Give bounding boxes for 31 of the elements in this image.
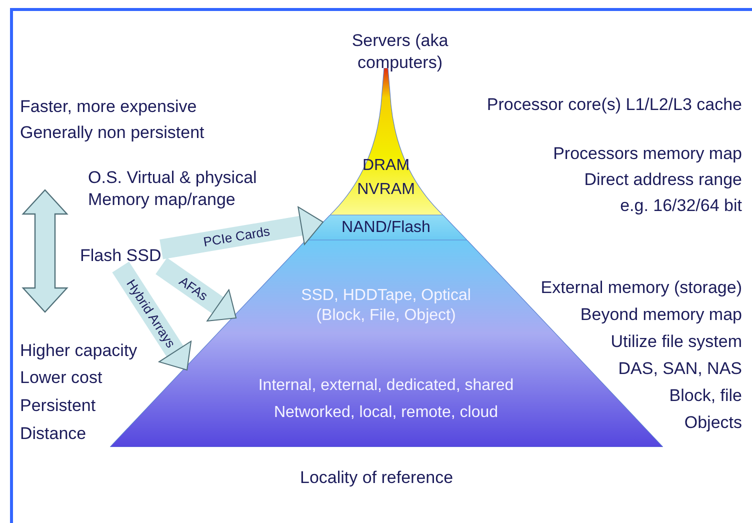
block-arrow bbox=[160, 206, 324, 260]
annotation-text: Lower cost bbox=[20, 367, 102, 389]
annotation-text: O.S. Virtual & physical Memory map/range bbox=[88, 167, 258, 211]
annotation-text: Block, file bbox=[669, 385, 742, 407]
layer-text: Internal, external, dedicated, shared bbox=[257, 376, 515, 396]
annotation-text: Processor core(s) L1/L2/L3 cache bbox=[486, 94, 742, 116]
annotation-text: Servers (aka computers) bbox=[350, 30, 450, 74]
annotation-text: Generally non persistent bbox=[20, 122, 204, 144]
annotation-text: e.g. 16/32/64 bit bbox=[620, 195, 742, 217]
annotation-text: Beyond memory map bbox=[580, 304, 742, 326]
layer-text: Networked, local, remote, cloud bbox=[272, 403, 500, 423]
annotation-text: External memory (storage) bbox=[540, 277, 742, 299]
annotation-text: Utilize file system bbox=[610, 331, 742, 353]
annotation-text: Objects bbox=[684, 412, 742, 434]
block-arrow bbox=[156, 258, 237, 322]
text-label: Flash SSD bbox=[80, 245, 162, 267]
layer-text: NAND/Flash bbox=[340, 218, 432, 238]
annotation-text: DAS, SAN, NAS bbox=[618, 358, 742, 380]
annotation-text: Distance bbox=[20, 423, 86, 445]
annotation-text: Persistent bbox=[20, 395, 96, 417]
annotation-text: Processors memory map bbox=[553, 143, 742, 165]
annotation-text: Locality of reference bbox=[300, 467, 454, 489]
block-arrow bbox=[112, 262, 192, 370]
layer-text: NVRAM bbox=[356, 180, 416, 200]
edge-label: PCIe Cards bbox=[202, 224, 271, 250]
layer-text: SSD, HDDTape, Optical (Block, File, Object) bbox=[300, 286, 472, 326]
annotation-text: Direct address range bbox=[584, 169, 742, 191]
layer-text: DRAM bbox=[361, 156, 411, 176]
pyramid-layer bbox=[306, 215, 467, 240]
annotation-text: Faster, more expensive bbox=[20, 96, 197, 118]
annotation-text: Higher capacity bbox=[20, 340, 138, 362]
